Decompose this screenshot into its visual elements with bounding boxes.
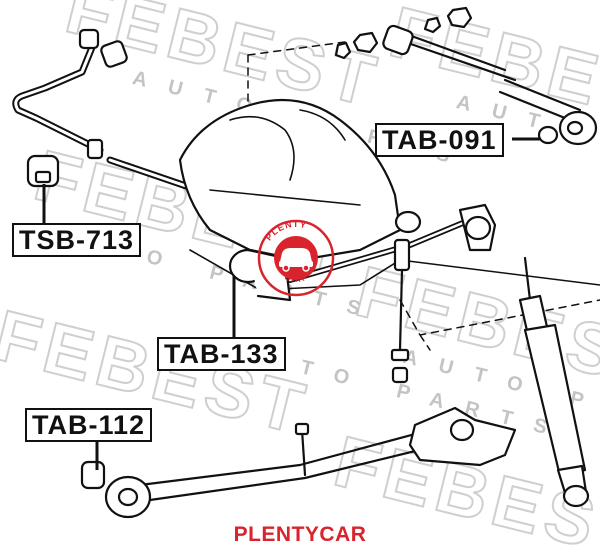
nut-icon [334, 41, 352, 60]
shock-absorber-body [523, 323, 587, 478]
body-outline-dashed [247, 41, 600, 351]
car-icon [280, 248, 312, 262]
nut-icon [352, 31, 379, 54]
nut-icon [423, 16, 442, 34]
lateral-rod-bushing [464, 215, 492, 241]
bushing-tsb713-slit [34, 170, 52, 184]
logo-bottom-text: CAR [283, 272, 305, 284]
upper-arm-end-bushing [382, 24, 414, 56]
shock-bushing [562, 484, 590, 508]
trailing-arm-bushing-rear [449, 418, 475, 442]
stabilizer-bushing [78, 28, 100, 50]
callout-tsb-713: TSB-713 [12, 223, 142, 257]
shock-top-rod [523, 256, 532, 302]
line-art [12, 6, 600, 519]
callout-tab-133: TAB-133 [157, 337, 286, 371]
svg-text:CAR: CAR [283, 272, 306, 284]
stabilizer-bushing [100, 40, 128, 68]
link-rod-nut [391, 366, 409, 384]
leader-lines [42, 137, 540, 470]
lower-trailing-arm [138, 428, 442, 502]
stabilizer-bar [14, 38, 102, 152]
link-rod-nut [390, 348, 410, 362]
upper-arm-bushing-small [537, 125, 559, 145]
axle-housing-detail [299, 109, 346, 141]
stabilizer-end-link [86, 138, 104, 160]
upper-control-arm [498, 78, 582, 124]
axle-housing-detail [209, 189, 361, 206]
axle-housing-detail [229, 115, 295, 181]
trailing-arm-stud [300, 428, 307, 477]
nut-icon [446, 6, 473, 29]
callout-tab-091: TAB-091 [375, 123, 504, 157]
trailing-arm-stud-nut [294, 422, 310, 436]
bushing-tab112-inner [117, 487, 139, 507]
callout-tab-112: TAB-112 [25, 408, 153, 442]
link-rod [393, 238, 411, 272]
footer-brand: PLENTYCAR [233, 523, 367, 546]
bushing-tab112-spare [80, 460, 106, 490]
upper-arm-bushing-tab091-inner [566, 120, 584, 136]
link-rod [398, 268, 404, 352]
axle-end-bushing [394, 210, 422, 234]
